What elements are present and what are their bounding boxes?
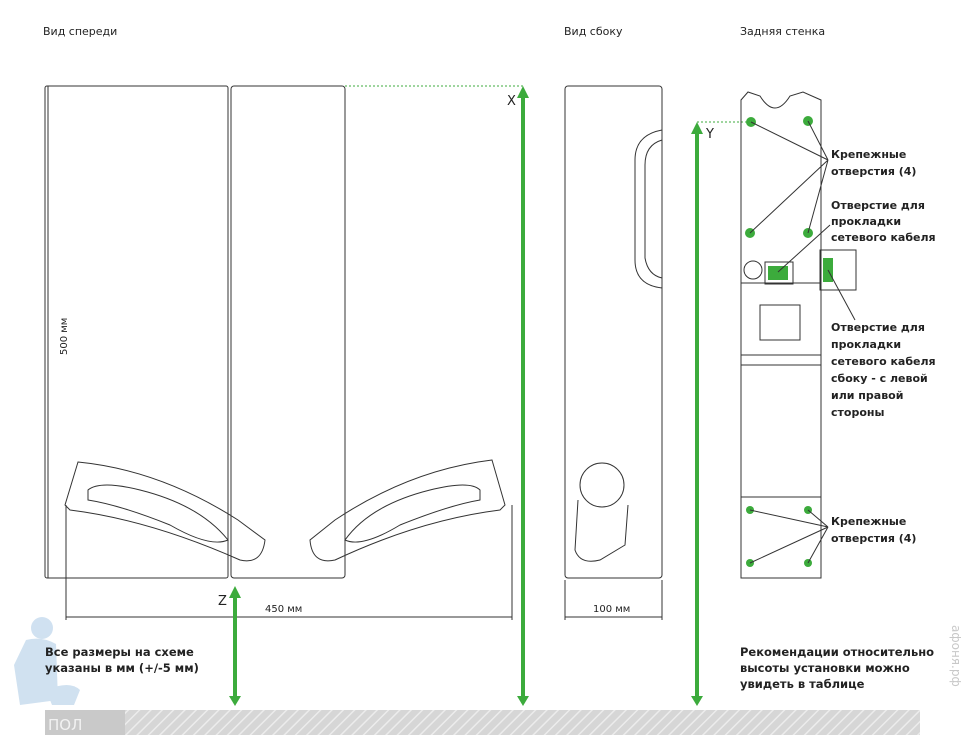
axis-x-label: X [507, 94, 516, 109]
watermark: афоня.рф [949, 625, 963, 687]
axis-y-arrow: Y [691, 121, 750, 706]
axis-z-label: Z [218, 594, 227, 609]
callout-cable-side: Отверстие для прокладки сетевого кабеля … [831, 321, 939, 419]
axis-x-arrow: X [507, 86, 529, 706]
callout-cable-back: Отверстие для прокладки сетевого кабеля [831, 199, 936, 244]
side-view-title: Вид сбоку [564, 25, 623, 38]
callout-mount-bottom: Крепежные отверстия (4) [831, 515, 916, 545]
depth-dimension-label: 100 мм [593, 604, 630, 615]
floor: ПОЛ [45, 710, 920, 735]
front-view: 500 мм 450 мм [44, 85, 523, 620]
units-note: Все размеры на схеме указаны в мм (+/-5 … [45, 645, 199, 675]
right-hand-rest [309, 459, 506, 562]
recommendation-note: Рекомендации относительно высоты установ… [740, 645, 938, 691]
height-dimension-label: 500 мм [59, 318, 70, 355]
callout-mount-top: Крепежные отверстия (4) [831, 148, 916, 178]
plumber-mascot-icon [14, 617, 80, 705]
front-view-title: Вид спереди [43, 25, 117, 38]
back-wall-view [740, 91, 857, 579]
back-view-title: Задняя стенка [740, 25, 825, 38]
axis-y-label: Y [705, 127, 714, 142]
side-view: 100 мм [564, 85, 663, 620]
width-dimension-label: 450 мм [265, 604, 302, 615]
axis-z-arrow: Z [218, 586, 241, 706]
left-hand-rest [64, 461, 266, 562]
cable-hole-back [768, 266, 788, 280]
floor-label: ПОЛ [48, 716, 82, 734]
